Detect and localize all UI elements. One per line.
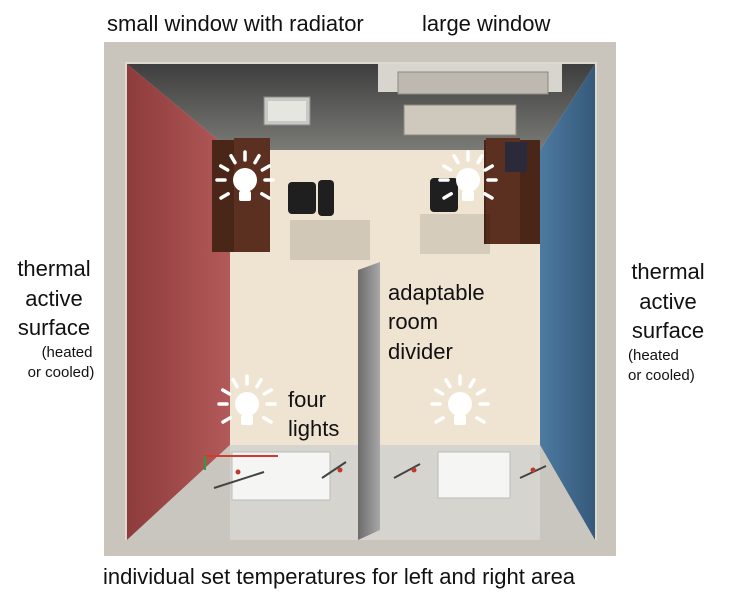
four-lights-label: four lights: [288, 387, 340, 442]
right-thermal-wall: [540, 64, 595, 540]
small-window-label: small window with radiator: [107, 11, 364, 36]
light-bulb-icon: [438, 150, 498, 201]
bench-right: [437, 451, 511, 499]
bench-left: [231, 451, 331, 501]
room-divider: [358, 262, 380, 540]
room-divider-label: adaptable room divider: [388, 280, 485, 364]
light-bulb-icon: [215, 150, 275, 201]
chair-right: [430, 178, 458, 212]
left-thermal-wall: [127, 64, 230, 540]
light-bulb-icon: [217, 374, 277, 425]
chair-left: [288, 180, 334, 216]
right-thermal-surface-label: thermal active surface (heated or cooled…: [628, 259, 705, 385]
light-bulb-icon: [430, 374, 490, 425]
left-thermal-surface-label: thermal active surface (heated or cooled…: [17, 256, 95, 382]
large-window-label: large window: [422, 11, 551, 36]
monitor-right: [505, 142, 527, 172]
set-temperatures-caption: individual set temperatures for left and…: [103, 564, 576, 589]
